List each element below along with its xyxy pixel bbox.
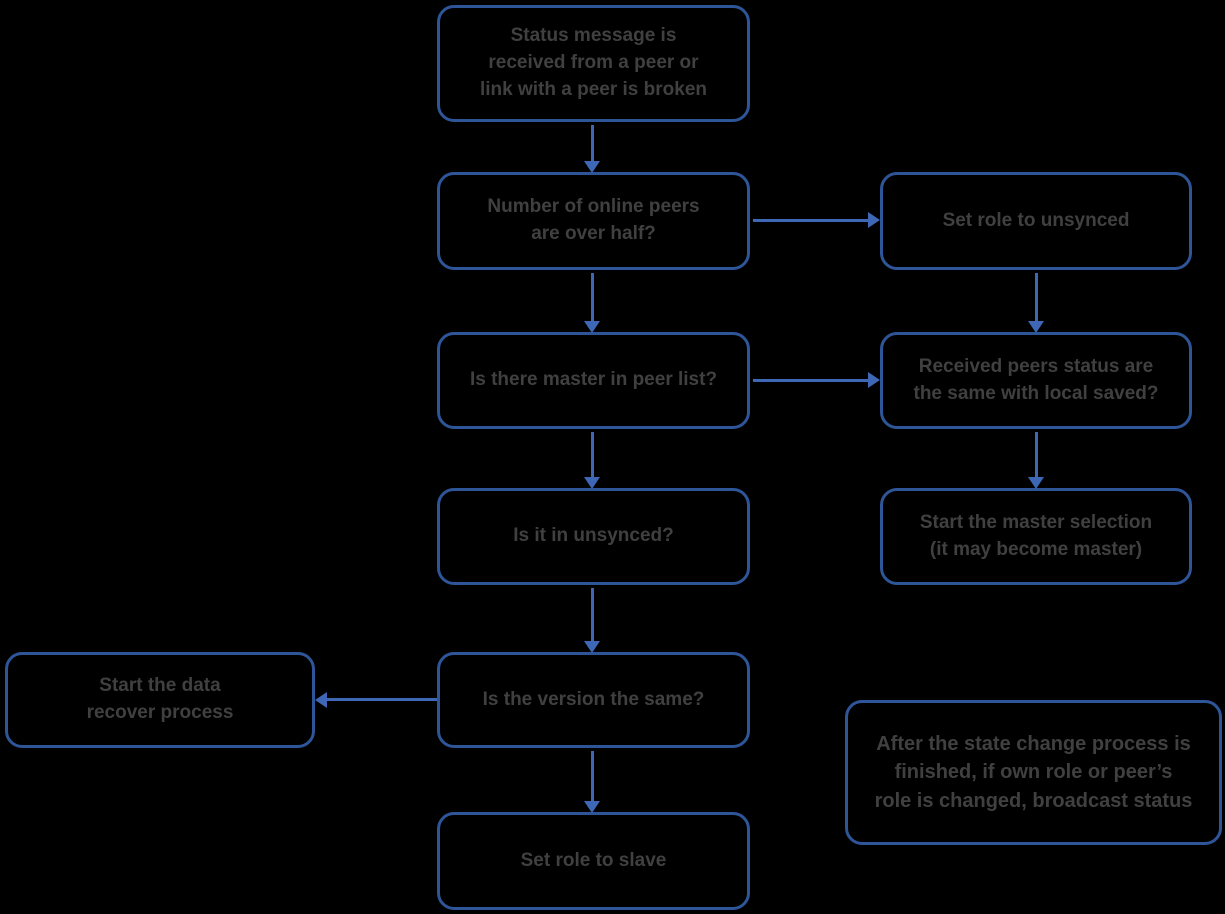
node-status-message-received: Status message is received from a peer o… [437, 5, 750, 122]
arrow-down-icon [584, 641, 600, 653]
arrow-right-icon [868, 372, 880, 388]
node-is-in-unsynced: Is it in unsynced? [437, 488, 750, 585]
edge-in-unsynced-to-version [591, 588, 594, 642]
node-start-master-selection: Start the master selection (it may becom… [880, 488, 1192, 585]
arrow-down-icon [584, 477, 600, 489]
node-start-data-recover: Start the data recover process [5, 652, 315, 748]
arrow-right-icon [868, 212, 880, 228]
node-peers-status-same: Received peers status are the same with … [880, 332, 1192, 429]
edge-version-to-slave [591, 751, 594, 802]
edge-half-to-masterlist [591, 273, 594, 322]
arrow-down-icon [1028, 477, 1044, 489]
arrow-left-icon [315, 692, 327, 708]
edge-version-to-recover [326, 698, 437, 701]
edge-unsynced-role-to-status-same [1035, 273, 1038, 322]
arrow-down-icon [584, 321, 600, 333]
edge-status-same-to-master-selection [1035, 432, 1038, 478]
arrow-down-icon [584, 161, 600, 173]
node-is-version-same: Is the version the same? [437, 652, 750, 748]
edge-masterlist-to-status-same [753, 379, 870, 382]
node-broadcast-status-note: After the state change process is finish… [845, 700, 1222, 845]
edge-masterlist-to-in-unsynced [591, 432, 594, 478]
edge-status-to-half [591, 125, 594, 163]
arrow-down-icon [1028, 321, 1044, 333]
node-peers-over-half: Number of online peers are over half? [437, 172, 750, 270]
node-master-in-peer-list: Is there master in peer list? [437, 332, 750, 429]
node-set-role-unsynced: Set role to unsynced [880, 172, 1192, 270]
edge-half-to-unsynced-role [753, 219, 870, 222]
node-set-role-slave: Set role to slave [437, 812, 750, 910]
arrow-down-icon [584, 801, 600, 813]
